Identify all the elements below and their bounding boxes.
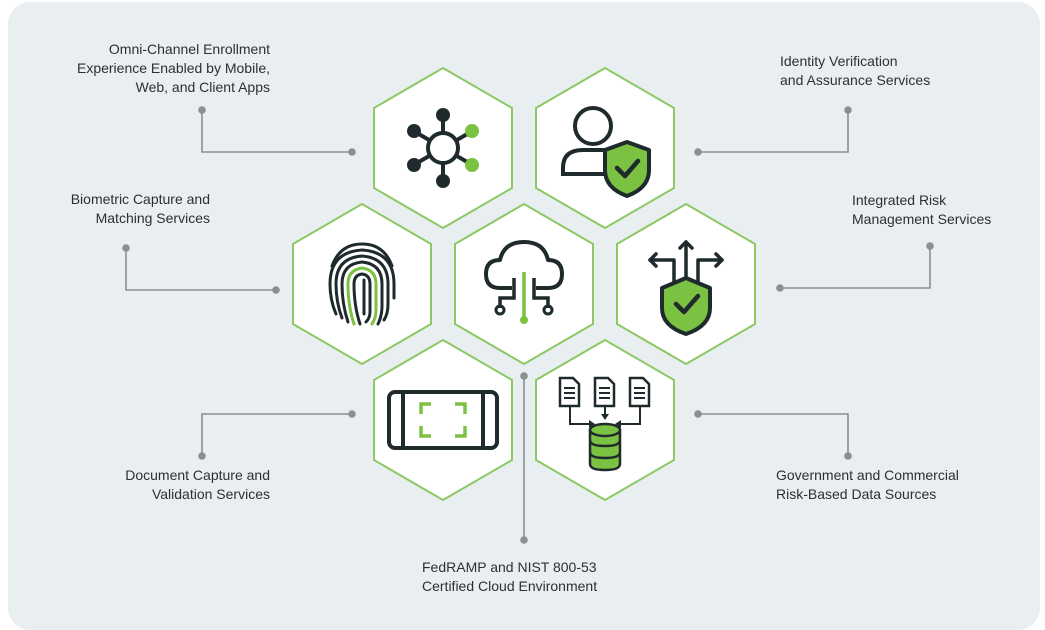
label-fedramp: FedRAMP and NIST 800-53 Certified Cloud … [422, 558, 662, 596]
label-integrated-risk: Integrated Risk Management Services [852, 191, 1032, 229]
hex-risk [616, 203, 756, 365]
connector-biometric-dot-b [272, 286, 280, 294]
label-omni-line-1: Omni-Channel Enrollment [108, 41, 270, 57]
user-shield-icon [561, 106, 651, 198]
documents-database-icon [558, 376, 651, 472]
connector-risk [780, 246, 931, 289]
hex-data [535, 339, 675, 501]
fingerprint-icon [328, 242, 396, 326]
label-government-line-1: Government and Commercial [776, 467, 959, 483]
connector-data-dot-a [694, 410, 702, 418]
hex-cloud [454, 203, 594, 365]
connector-identity-dot-b [694, 148, 702, 156]
connector-data [698, 413, 849, 456]
connector-document [201, 413, 352, 456]
connector-omni-dot-b [348, 148, 356, 156]
hex-document [373, 339, 513, 501]
label-document-capture: Document Capture and Validation Services [60, 466, 270, 504]
label-biometric-line-1: Biometric Capture and [70, 191, 210, 207]
label-risk-line-2: Management Services [852, 211, 992, 227]
label-identity-verification: Identity Verification and Assurance Serv… [780, 52, 1000, 90]
network-nodes-icon [407, 108, 479, 188]
label-fedramp-line-1: FedRAMP and NIST 800-53 [422, 559, 597, 575]
label-government-line-2: Risk-Based Data Sources [776, 486, 937, 502]
connector-identity-dot-a [844, 106, 852, 114]
hex-network [373, 67, 513, 229]
connector-omni [201, 110, 352, 153]
connectors [122, 106, 934, 544]
connector-identity [698, 110, 849, 153]
connector-fedramp-dot-a [520, 372, 528, 380]
connector-data-dot-b [844, 452, 852, 460]
shield-arrows-icon [648, 240, 724, 336]
label-risk-line-1: Integrated Risk [852, 192, 947, 208]
connector-document-dot-a [348, 410, 356, 418]
connector-biometric-dot-a [122, 244, 130, 252]
label-omni-line-3: Web, and Client Apps [135, 79, 270, 95]
connector-biometric [125, 248, 276, 291]
label-document-line-1: Document Capture and [125, 467, 270, 483]
label-omni-line-2: Experience Enabled by Mobile, [76, 60, 270, 76]
connector-risk-dot-a [926, 242, 934, 250]
hex-identity [535, 67, 675, 229]
hex-biometric [292, 203, 432, 365]
label-government-data: Government and Commercial Risk-Based Dat… [776, 466, 1006, 504]
label-biometric: Biometric Capture and Matching Services [20, 190, 210, 228]
phone-scan-icon [387, 390, 499, 450]
label-biometric-line-2: Matching Services [95, 210, 210, 226]
label-identity-line-1: Identity Verification [780, 53, 898, 69]
connector-fedramp-dot-b [520, 536, 528, 544]
connector-omni-dot-a [198, 106, 206, 114]
label-fedramp-line-2: Certified Cloud Environment [422, 578, 598, 594]
label-identity-line-2: and Assurance Services [780, 72, 931, 88]
connector-risk-dot-b [776, 284, 784, 292]
connector-document-dot-b [198, 452, 206, 460]
label-document-line-2: Validation Services [151, 486, 270, 502]
label-omni-channel: Omni-Channel Enrollment Experience Enabl… [40, 40, 270, 97]
cloud-circuit-icon [484, 240, 564, 324]
